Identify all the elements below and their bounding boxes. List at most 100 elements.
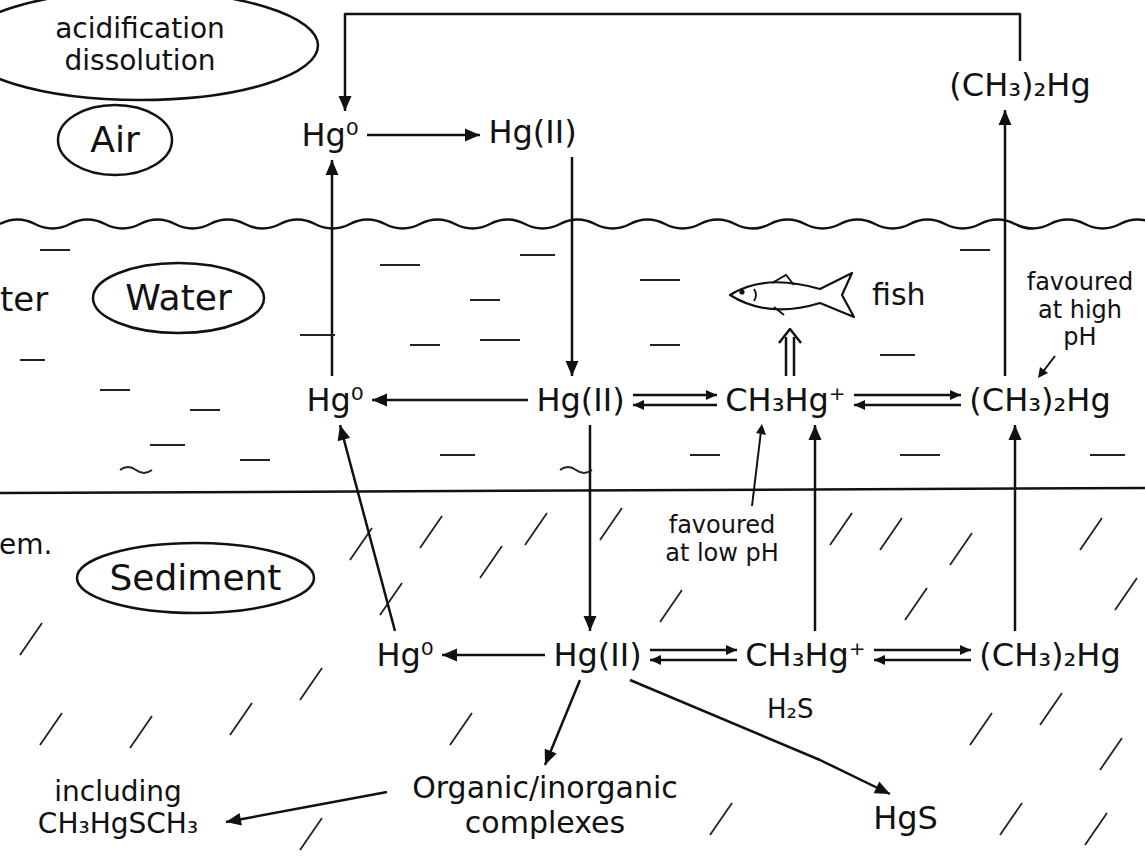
node-text: Hg⁰ bbox=[376, 637, 434, 674]
connector-line bbox=[854, 394, 961, 397]
connector-line bbox=[650, 659, 737, 662]
process-ellipse: acidification dissolution bbox=[0, 0, 320, 102]
arrowhead-open bbox=[779, 329, 801, 343]
node-text: HgS bbox=[873, 800, 938, 837]
reaction-arrow bbox=[779, 329, 801, 376]
connector-line bbox=[633, 394, 717, 397]
reaction-arrow bbox=[326, 160, 339, 376]
node-text: Sediment bbox=[109, 557, 282, 598]
connector-line bbox=[874, 649, 971, 652]
equilibrium-arrow bbox=[854, 390, 961, 410]
condition-note: favoured at high pH bbox=[1020, 269, 1140, 352]
arrowhead bbox=[339, 96, 352, 111]
ellipse-outline bbox=[58, 105, 172, 175]
species-group: Organic/inorganic complexes bbox=[391, 769, 699, 842]
connector-line bbox=[785, 337, 788, 376]
species-label: (CH₃)₂Hg bbox=[945, 65, 1095, 106]
arrowhead bbox=[706, 390, 717, 400]
equilibrium-arrow bbox=[874, 645, 971, 665]
species-label: Hg(II) bbox=[532, 380, 629, 421]
node-text: CH₃Hg⁺ bbox=[725, 382, 846, 419]
cropped-text: ter bbox=[0, 280, 50, 319]
arrowhead bbox=[999, 110, 1012, 125]
species-label: Hg⁰ bbox=[302, 380, 368, 421]
sediment-boundary bbox=[0, 488, 1145, 493]
connector-line bbox=[814, 425, 817, 631]
species-label: CH₃Hg⁺ bbox=[741, 635, 870, 676]
condition-note: favoured at low pH bbox=[660, 512, 784, 567]
equilibrium-arrow bbox=[650, 645, 737, 665]
node-text: Hg(II) bbox=[488, 114, 577, 151]
edge-label: H₂S bbox=[765, 695, 815, 725]
connector-line bbox=[650, 649, 737, 652]
species-label: (CH₃)₂Hg bbox=[965, 380, 1115, 421]
arrowhead bbox=[809, 425, 822, 440]
connector-line bbox=[442, 654, 545, 657]
connector-line bbox=[340, 425, 395, 631]
node-text: Water bbox=[125, 277, 232, 318]
arrowhead bbox=[950, 390, 961, 400]
node-text: Hg(II) bbox=[536, 382, 625, 419]
species-label: Hg(II) bbox=[484, 112, 581, 153]
leader-line bbox=[752, 431, 761, 506]
connector-line bbox=[1004, 110, 1007, 376]
arrowhead bbox=[372, 394, 387, 407]
leader-arrowhead bbox=[756, 424, 766, 435]
node-text: CH₃Hg⁺ bbox=[745, 637, 866, 674]
node-text: Organic/inorganic complexes bbox=[395, 771, 695, 840]
arrowhead bbox=[566, 361, 579, 376]
connector-line bbox=[633, 404, 717, 407]
reaction-arrow bbox=[1009, 425, 1022, 631]
arrowhead bbox=[584, 616, 597, 631]
arrowhead bbox=[854, 400, 865, 410]
node-text: acidification dissolution bbox=[40, 13, 240, 77]
arrowhead bbox=[1009, 425, 1022, 440]
species-label: HgS bbox=[869, 798, 942, 839]
connector-line bbox=[571, 157, 574, 376]
node-text: Hg(II) bbox=[553, 637, 642, 674]
reaction-arrow bbox=[372, 394, 528, 407]
node-text: including CH₃HgSCH₃ bbox=[18, 776, 218, 840]
compartment-ellipse: Water bbox=[91, 261, 266, 335]
connector-line bbox=[854, 404, 961, 407]
arrowhead bbox=[442, 649, 457, 662]
equilibrium-arrow bbox=[633, 390, 717, 410]
sediment-hatching bbox=[20, 508, 1137, 850]
connector-line bbox=[589, 425, 592, 631]
connector-line bbox=[367, 134, 480, 137]
connector-line bbox=[545, 680, 580, 765]
node-text: Hg⁰ bbox=[306, 382, 364, 419]
reaction-arrow bbox=[226, 792, 387, 826]
reaction-arrow bbox=[367, 129, 480, 142]
fish-body bbox=[730, 273, 854, 317]
ellipse-outline bbox=[93, 263, 264, 333]
species-label: Hg⁰ bbox=[297, 115, 363, 156]
species-label: Hg⁰ bbox=[372, 635, 438, 676]
arrowhead bbox=[650, 655, 661, 665]
arrowhead bbox=[226, 813, 242, 826]
connector-line bbox=[874, 659, 971, 662]
node-text: (CH₃)₂Hg bbox=[979, 637, 1121, 674]
compartment-ellipse: Sediment bbox=[75, 541, 316, 615]
arrowhead bbox=[874, 782, 890, 794]
arrowhead bbox=[874, 655, 885, 665]
connector-line bbox=[226, 792, 387, 822]
arrowhead bbox=[545, 749, 557, 765]
fish-eye bbox=[739, 289, 744, 294]
compartment-ellipse: Air bbox=[56, 103, 174, 177]
cropped-text: em. bbox=[0, 529, 54, 561]
connector-line bbox=[372, 399, 528, 402]
node-text: fish bbox=[872, 278, 926, 313]
reaction-arrow bbox=[442, 649, 545, 662]
arrowhead bbox=[726, 645, 737, 655]
node-text: (CH₃)₂Hg bbox=[949, 67, 1091, 104]
reaction-arrow bbox=[545, 680, 580, 765]
fish-drawing bbox=[724, 267, 860, 323]
reaction-arrow bbox=[339, 14, 1021, 111]
ellipse-outline bbox=[77, 543, 314, 613]
arrowhead bbox=[326, 160, 339, 175]
species-label: CH₃Hg⁺ bbox=[721, 380, 850, 421]
connector-line bbox=[1014, 425, 1017, 631]
fish-fin bbox=[754, 275, 794, 315]
species-note: including CH₃HgSCH₃ bbox=[14, 774, 222, 843]
